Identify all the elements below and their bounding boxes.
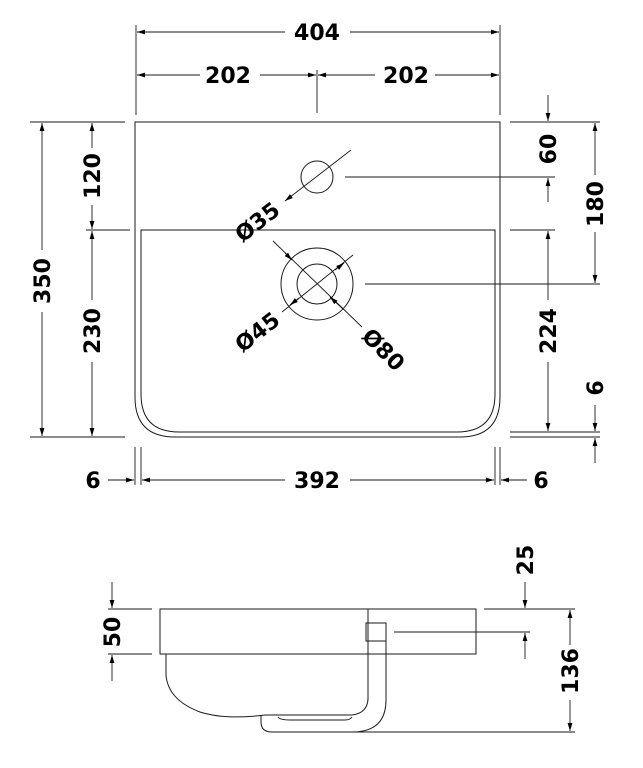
waste-inner-diameter: Ø45 [231, 308, 285, 358]
dim-tap-center-height: 25 [514, 545, 539, 576]
dim-tap-offset: 60 [537, 134, 562, 165]
waste-inner [296, 263, 338, 305]
dim-bowl-depth: 230 [81, 308, 106, 354]
side-tap-block [365, 622, 387, 642]
dim-rim-left: 6 [85, 469, 100, 494]
basin-outline [134, 121, 501, 438]
dim-half-width-right: 202 [383, 64, 429, 89]
dim-overall-width: 404 [294, 21, 340, 46]
waste-outer-diameter: Ø80 [356, 324, 409, 377]
dim-rim-right: 6 [533, 469, 548, 494]
dim-waste-offset: 180 [584, 181, 609, 227]
top-view: Ø35 Ø45 Ø80 404 202 202 350 [30, 21, 609, 494]
side-trap [260, 641, 387, 733]
dim-total-height: 136 [559, 648, 584, 694]
dim-bowl-width: 392 [294, 469, 340, 494]
tap-hole [300, 160, 334, 194]
dim-rim-height: 50 [101, 617, 126, 648]
dim-rim-back: 6 [584, 380, 609, 395]
side-rim [159, 608, 477, 655]
side-view: 50 25 136 [101, 545, 584, 733]
side-bowl [165, 654, 369, 718]
dim-deck-depth: 120 [81, 153, 106, 199]
bowl-outline [140, 229, 496, 433]
dim-overall-depth: 350 [31, 258, 56, 304]
tap-hole-diameter: Ø35 [231, 198, 285, 248]
waste-outer [280, 247, 354, 321]
dim-half-width-left: 202 [205, 64, 251, 89]
dim-bowl-inner-depth: 224 [537, 308, 562, 354]
